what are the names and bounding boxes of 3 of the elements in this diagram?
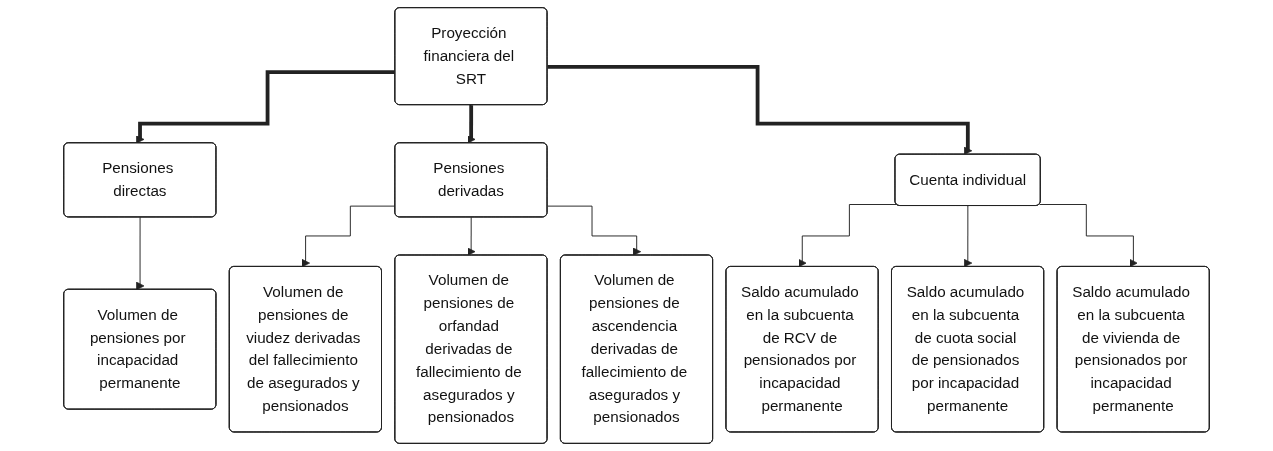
arrow <box>467 103 476 144</box>
arrow <box>547 65 973 155</box>
arrow <box>136 70 396 144</box>
